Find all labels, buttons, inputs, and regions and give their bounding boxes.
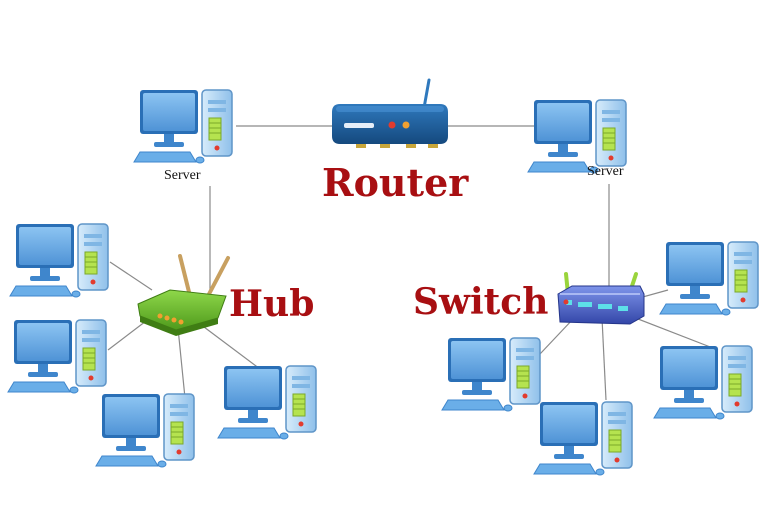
link-hub-pc-3 xyxy=(177,327,186,399)
desktop-computer-icon xyxy=(441,337,541,412)
desktop-computer-icon xyxy=(659,241,759,316)
server-label-left: Server xyxy=(164,168,201,183)
switch-icon xyxy=(557,272,645,325)
link-switch-pc-2 xyxy=(601,317,607,401)
desktop-computer-icon xyxy=(533,401,633,476)
desktop-computer-icon xyxy=(7,319,107,394)
switch-label: Switch xyxy=(413,281,549,323)
desktop-computer-icon xyxy=(9,223,109,298)
router-label: Router xyxy=(322,160,469,205)
link-switch-pc-1 xyxy=(539,317,575,355)
desktop-computer-icon xyxy=(217,365,317,440)
link-hub-pc-2 xyxy=(107,317,151,351)
router-icon xyxy=(332,78,448,148)
desktop-computer-icon xyxy=(653,345,753,420)
link-hub-pc-1 xyxy=(109,261,153,291)
desktop-computer-icon xyxy=(95,393,195,468)
server-label-right: Server xyxy=(587,164,624,179)
server-computer-icon xyxy=(133,89,233,164)
server-computer-icon xyxy=(527,99,627,174)
hub-icon xyxy=(137,254,230,336)
hub-label: Hub xyxy=(229,283,315,325)
